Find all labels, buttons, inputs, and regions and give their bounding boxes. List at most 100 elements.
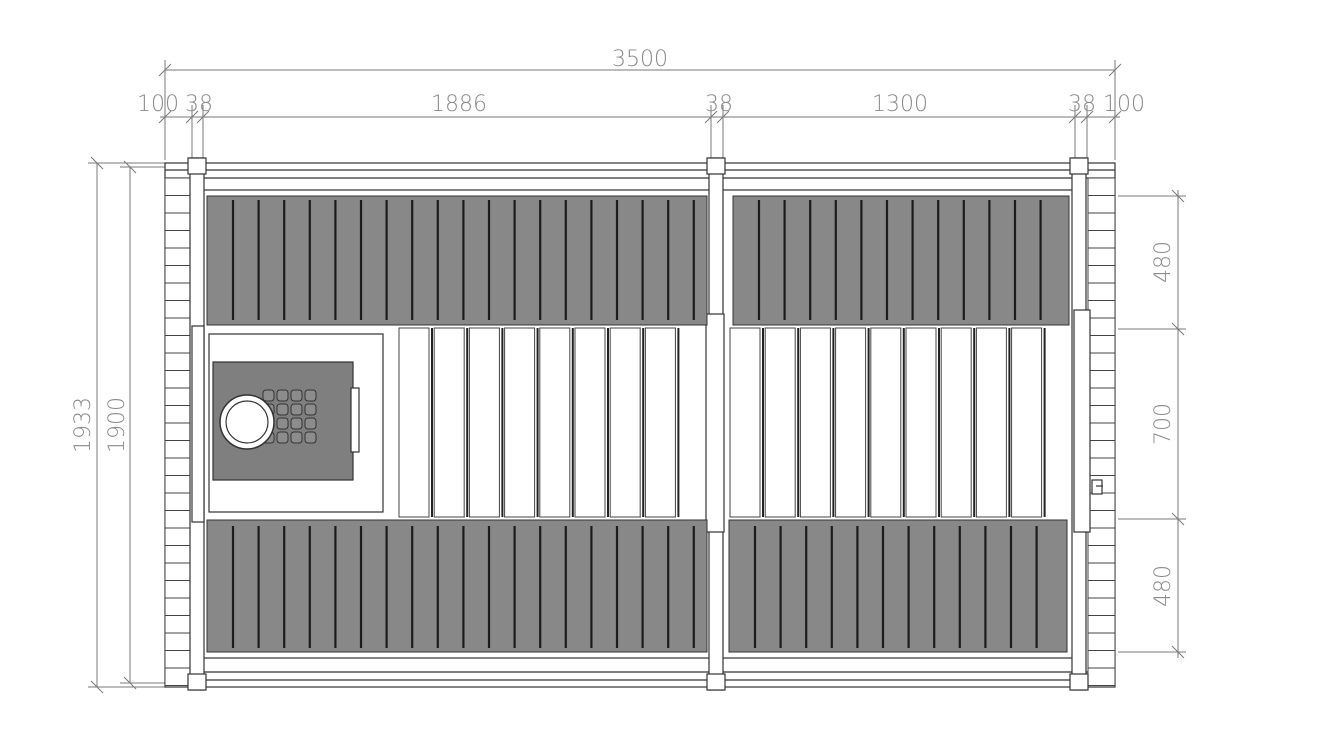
wall-stave	[164, 352, 191, 371]
stove-stone	[290, 403, 303, 416]
wall-stave	[1087, 457, 1116, 476]
floor-slat	[433, 327, 465, 518]
floor-grating-left	[398, 327, 680, 518]
wall-stave	[164, 492, 191, 511]
floor-slat	[574, 327, 606, 518]
stove-stone	[290, 431, 303, 444]
stove-stone	[304, 417, 317, 430]
floor-slat	[905, 327, 937, 518]
wall-stave	[164, 300, 191, 319]
wall-stave	[1087, 492, 1116, 511]
floor-slat	[504, 327, 536, 518]
wall-stave	[164, 370, 191, 389]
stove-stone	[304, 403, 317, 416]
wall-stave	[164, 212, 191, 231]
wall-stave	[164, 195, 191, 214]
wall-stave	[1087, 230, 1116, 249]
wall-stave	[1087, 317, 1116, 336]
dim-wall-middle: 38	[705, 92, 733, 117]
wall-stave	[164, 527, 191, 546]
left-wall-staves	[164, 177, 191, 686]
dimension-labels: 3500 100 38 1886 38 1300 38 100 1933 190…	[71, 47, 1176, 607]
floor-slat	[729, 327, 761, 518]
floor-slat	[644, 327, 676, 518]
dim-outer-right: 100	[1103, 92, 1145, 117]
wall-stave	[164, 615, 191, 634]
wall-stave	[1087, 562, 1116, 581]
floor-slat	[764, 327, 796, 518]
wall-stave	[1087, 177, 1116, 196]
bench-bottom-right	[728, 519, 1068, 653]
floor-slat	[398, 327, 430, 518]
wall-stave	[164, 457, 191, 476]
floor-slat	[609, 327, 641, 518]
dim-overall-depth: 1933	[71, 397, 96, 453]
wall-stave	[164, 387, 191, 406]
floor-grating-right	[729, 327, 1046, 518]
floor-slat	[975, 327, 1007, 518]
wall-stave	[164, 545, 191, 564]
floor-slat	[835, 327, 867, 518]
wall-stave	[1087, 632, 1116, 651]
wall-stave	[164, 667, 191, 686]
wall-stave	[1087, 667, 1116, 686]
stove-stone	[290, 389, 303, 402]
wall-stave	[164, 510, 191, 529]
floor-slat	[940, 327, 972, 518]
floor-slat	[1011, 327, 1043, 518]
wall-stave	[1087, 422, 1116, 441]
floor-slat	[468, 327, 500, 518]
dim-inner-depth: 1900	[105, 397, 130, 453]
wall-stave	[1087, 212, 1116, 231]
door-handle-icon	[1091, 479, 1103, 495]
stove-stone	[276, 431, 289, 444]
floor-slat	[870, 327, 902, 518]
wall-stave	[1087, 440, 1116, 459]
bench-top-right	[732, 195, 1070, 326]
dim-room-left: 1886	[431, 92, 487, 117]
stove-stone	[276, 417, 289, 430]
dim-overall-width: 3500	[612, 47, 668, 72]
right-wall-staves	[1087, 177, 1116, 686]
frame-posts	[187, 157, 1091, 691]
wall-stave	[164, 562, 191, 581]
stove-stone	[276, 403, 289, 416]
dim-bench-bottom: 480	[1151, 565, 1176, 607]
wall-stave	[164, 422, 191, 441]
wall-stave	[164, 247, 191, 266]
wall-stave	[1087, 527, 1116, 546]
dim-bench-top: 480	[1151, 241, 1176, 283]
wall-stave	[1087, 597, 1116, 616]
wall-stave	[1087, 615, 1116, 634]
wall-stave	[1087, 247, 1116, 266]
stove-stone	[290, 417, 303, 430]
dim-wall-left: 38	[185, 92, 213, 117]
wall-stave	[1087, 545, 1116, 564]
bench-bottom-left	[206, 519, 708, 653]
wall-stave	[1087, 265, 1116, 284]
stove-stone	[276, 389, 289, 402]
sauna-stove-icon	[208, 333, 384, 513]
wall-stave	[1087, 282, 1116, 301]
floor-slat	[799, 327, 831, 518]
wall-stave	[164, 335, 191, 354]
wall-stave	[164, 230, 191, 249]
wall-stave	[164, 580, 191, 599]
wall-stave	[164, 177, 191, 196]
stove-stone	[262, 389, 275, 402]
wall-stave	[164, 265, 191, 284]
dim-wall-right: 38	[1068, 92, 1096, 117]
wall-stave	[1087, 580, 1116, 599]
wall-stave	[164, 440, 191, 459]
wall-stave	[1087, 387, 1116, 406]
stove-stone	[304, 389, 317, 402]
wall-stave	[164, 405, 191, 424]
bench-top-left	[206, 195, 708, 326]
floor-slat	[539, 327, 571, 518]
wall-stave	[1087, 195, 1116, 214]
stove-stone	[304, 431, 317, 444]
wall-stave	[164, 650, 191, 669]
wall-stave	[1087, 650, 1116, 669]
wall-stave	[164, 317, 191, 336]
